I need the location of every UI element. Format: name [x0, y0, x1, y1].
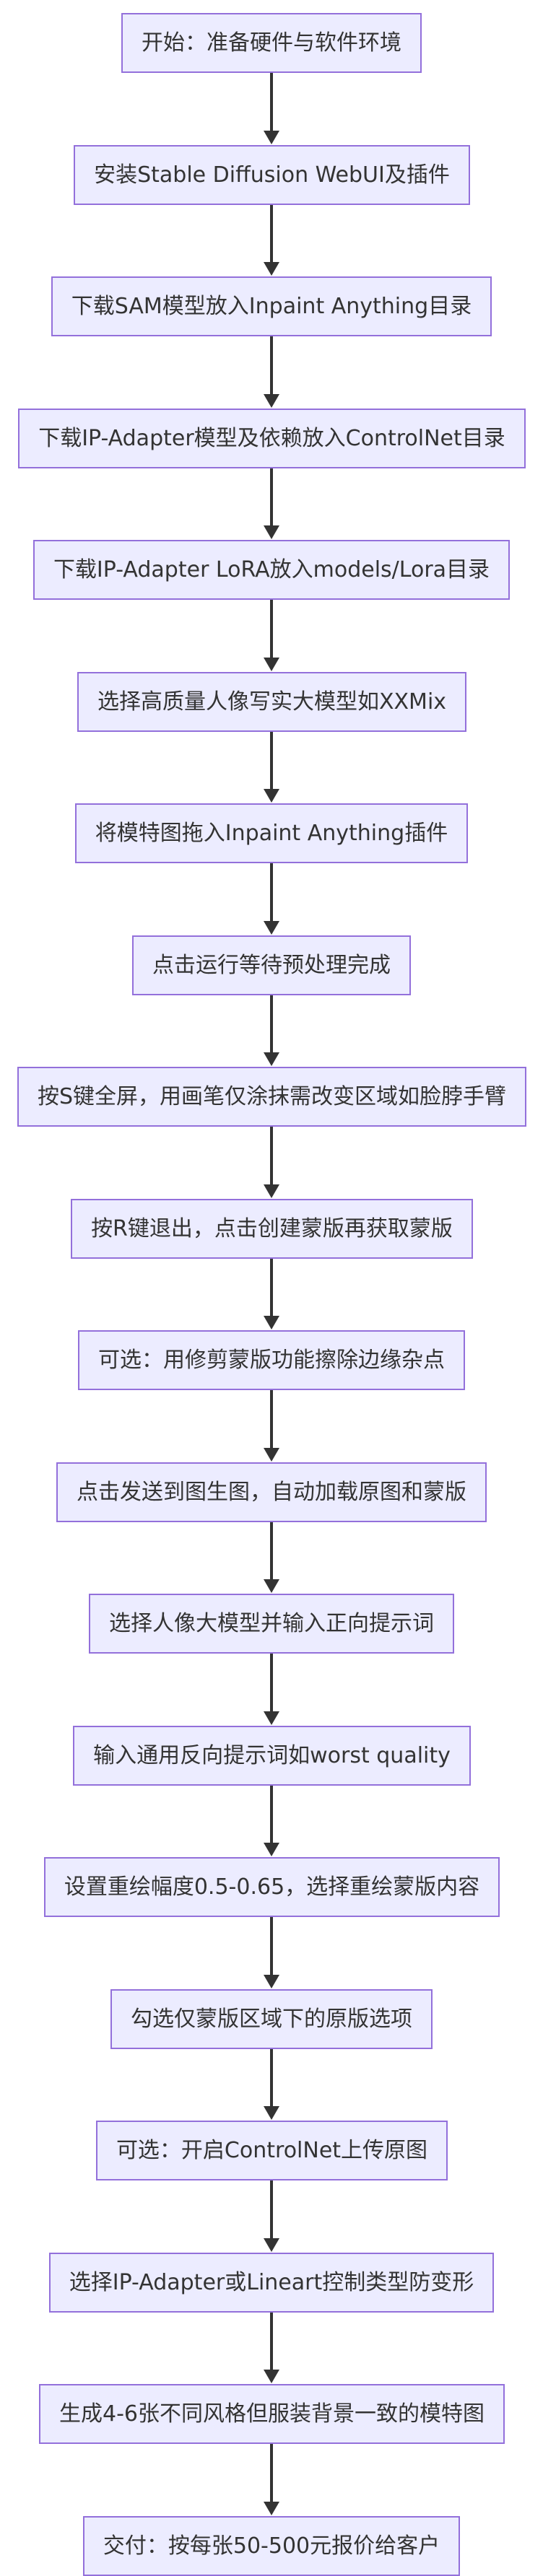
- flow-arrowhead-16: [264, 2106, 279, 2120]
- flow-arrowhead-12: [264, 1579, 279, 1593]
- flow-step-2: 安装Stable Diffusion WebUI及插件: [74, 145, 470, 205]
- flow-step-15: 设置重绘幅度0.5-0.65，选择重绘蒙版内容: [44, 1857, 500, 1917]
- flow-step-14: 输入通用反向提示词如worst quality: [73, 1726, 471, 1786]
- flow-step-11: 可选：用修剪蒙版功能擦除边缘杂点: [78, 1330, 465, 1390]
- flow-step-16: 勾选仅蒙版区域下的原版选项: [110, 1989, 433, 2049]
- flow-step-18: 选择IP-Adapter或Lineart控制类型防变形: [49, 2253, 494, 2313]
- flow-arrowhead-6: [264, 789, 279, 803]
- flow-step-12: 点击发送到图生图，自动加载原图和蒙版: [56, 1462, 487, 1522]
- flow-step-19: 生成4-6张不同风格但服装背景一致的模特图: [39, 2384, 505, 2444]
- flow-step-9: 按S键全屏，用画笔仅涂抹需改变区域如脸脖手臂: [17, 1067, 526, 1127]
- flow-step-5: 下载IP-Adapter LoRA放入models/Lora目录: [33, 540, 510, 600]
- flow-step-6: 选择高质量人像写实大模型如XXMix: [77, 672, 466, 732]
- flow-step-3: 下载SAM模型放入Inpaint Anything目录: [51, 276, 492, 336]
- flow-arrowhead-5: [264, 658, 279, 671]
- flow-step-4: 下载IP-Adapter模型及依赖放入ControlNet目录: [18, 409, 526, 468]
- flow-step-8: 点击运行等待预处理完成: [132, 935, 411, 995]
- flow-arrowhead-4: [264, 525, 279, 539]
- flow-arrowhead-9: [264, 1184, 279, 1198]
- flow-arrowhead-1: [264, 131, 279, 144]
- flow-step-13: 选择人像大模型并输入正向提示词: [89, 1594, 454, 1654]
- flow-arrowhead-18: [264, 2370, 279, 2383]
- flow-arrowhead-10: [264, 1316, 279, 1330]
- flow-step-7: 将模特图拖入Inpaint Anything插件: [75, 803, 468, 863]
- flow-step-1: 开始：准备硬件与软件环境: [121, 13, 422, 73]
- flow-step-10: 按R键退出，点击创建蒙版再获取蒙版: [71, 1199, 473, 1259]
- flow-arrowhead-15: [264, 1975, 279, 1988]
- flow-arrowhead-19: [264, 2502, 279, 2515]
- flow-step-20: 交付：按每张50-500元报价给客户: [83, 2516, 460, 2576]
- flow-arrowhead-8: [264, 1052, 279, 1066]
- flow-arrowhead-11: [264, 1448, 279, 1462]
- flow-arrowhead-3: [264, 394, 279, 408]
- flow-arrowhead-7: [264, 921, 279, 935]
- flow-arrowhead-2: [264, 262, 279, 276]
- flow-arrowhead-14: [264, 1843, 279, 1856]
- flow-arrowhead-13: [264, 1711, 279, 1725]
- flow-step-17: 可选：开启ControlNet上传原图: [96, 2121, 448, 2180]
- flow-arrowhead-17: [264, 2238, 279, 2252]
